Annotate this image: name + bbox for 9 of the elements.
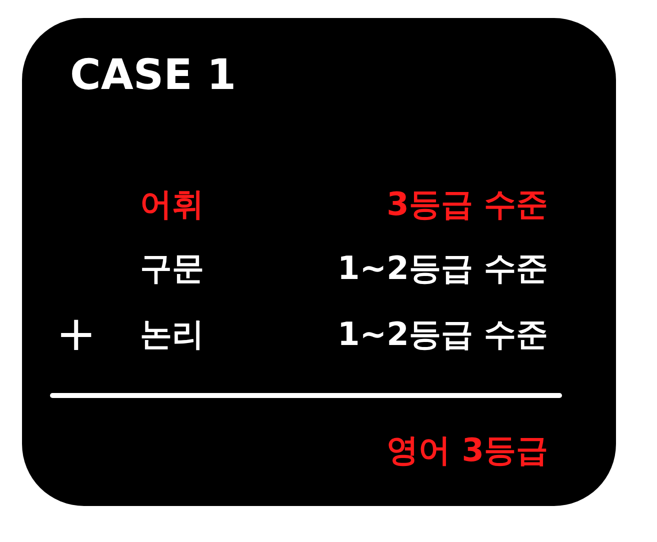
level-value: 3등급 수준 [386,188,548,220]
level-value: 1~2등급 수준 [338,252,548,284]
row-label: 어휘 [140,188,204,220]
row-label: 구문 [140,252,204,284]
result-value: 영어 3등급 [386,434,548,466]
row-label: 논리 [140,318,204,350]
level-value: 1~2등급 수준 [338,318,548,350]
plus-sign: + [56,310,96,358]
heading: CASE 1 [70,54,236,96]
